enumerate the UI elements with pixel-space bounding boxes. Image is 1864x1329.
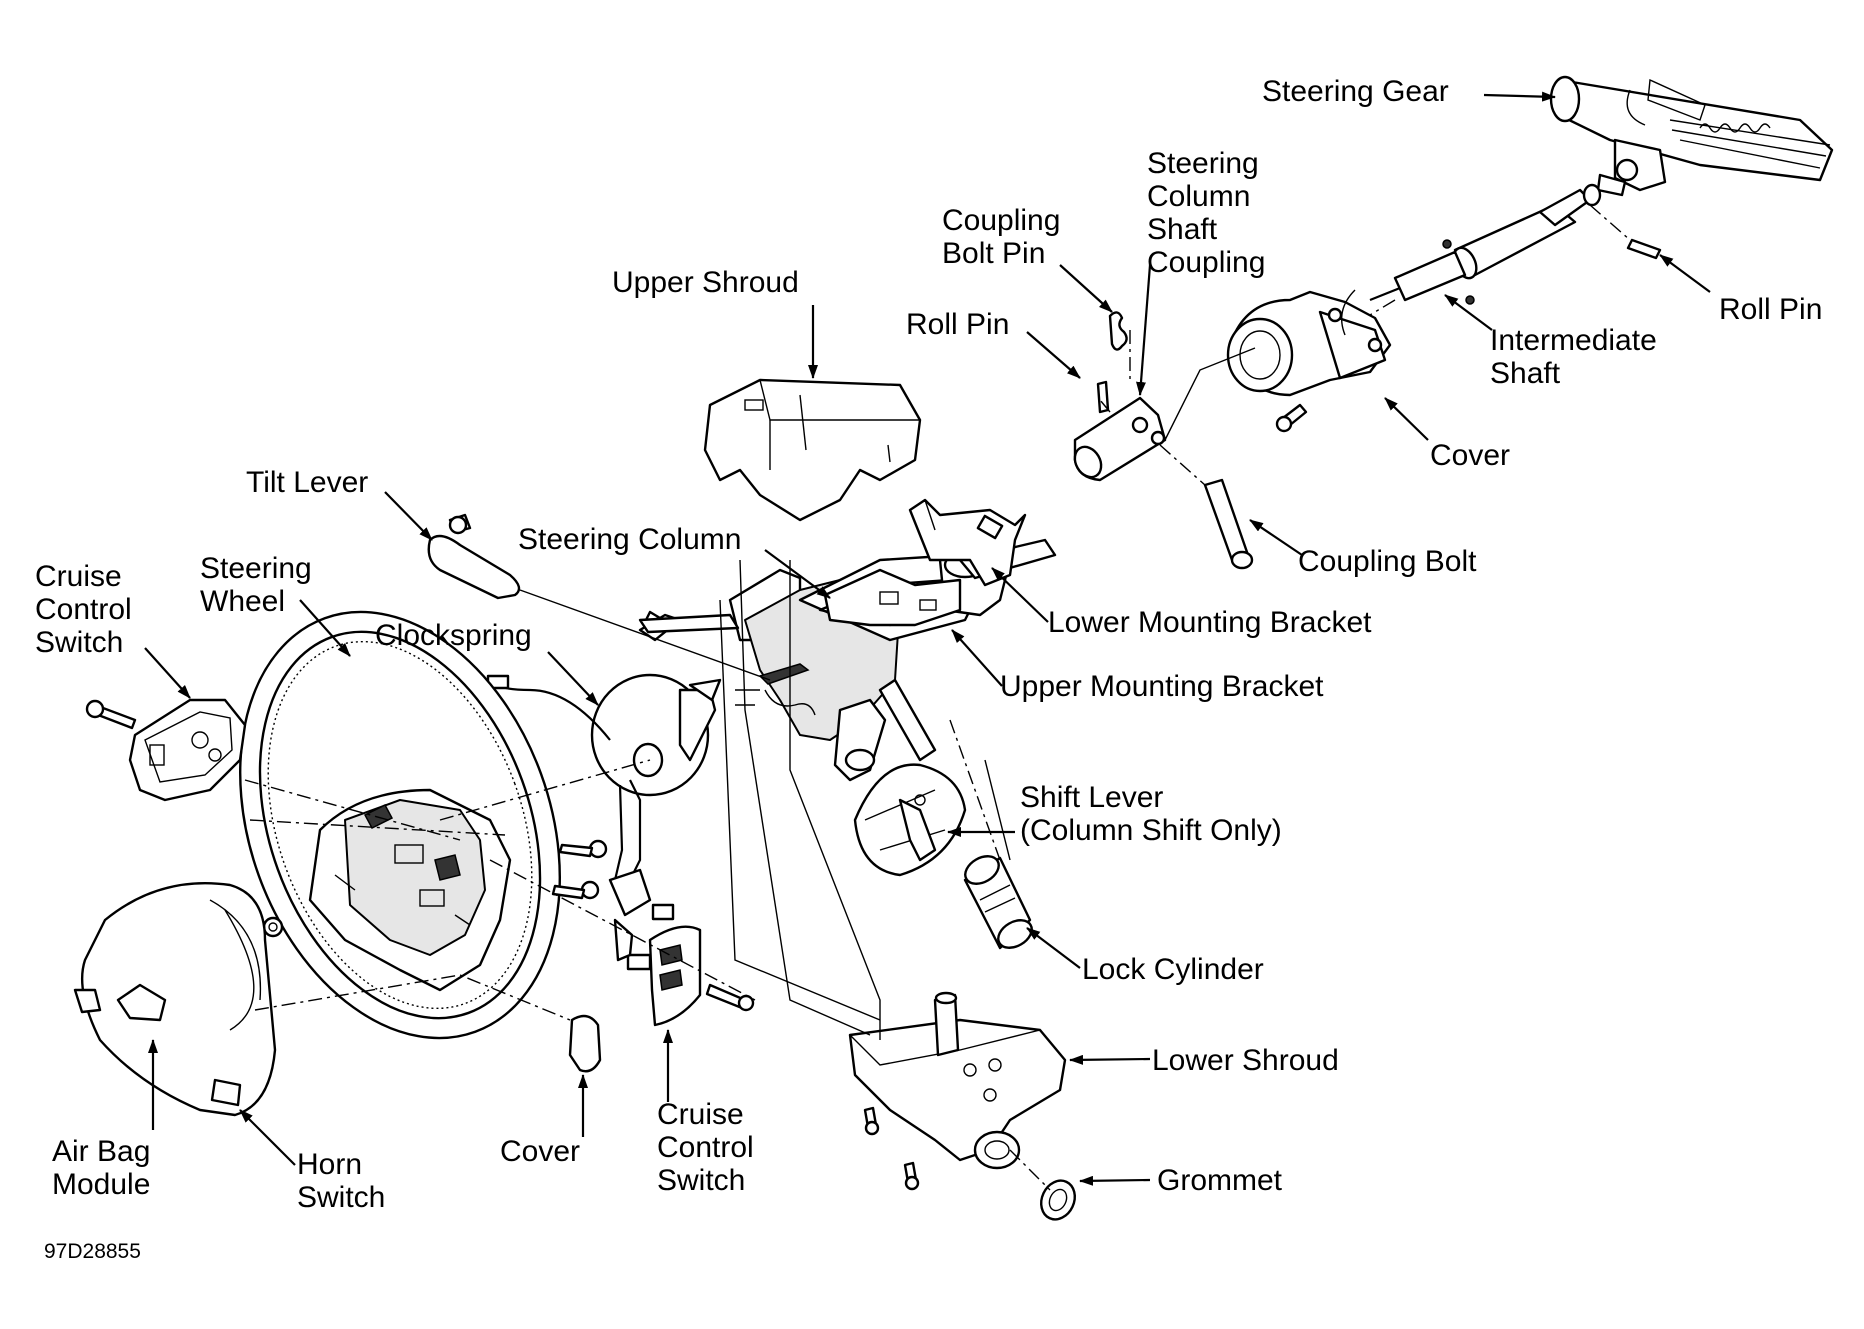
- label-tilt-lever: Tilt Lever: [246, 466, 368, 499]
- label-steering-column-shaft-coupling: Steering Column Shaft Coupling: [1147, 147, 1267, 279]
- label-upper-mounting-bracket: Upper Mounting Bracket: [1000, 670, 1324, 703]
- shift-lever-part: [853, 678, 967, 877]
- grommet-part: [1040, 1179, 1076, 1221]
- label-roll-pin-left: Roll Pin: [906, 308, 1009, 341]
- alignment-lines: [244, 204, 1631, 1191]
- steering-column-shaft-coupling-part: [1073, 311, 1256, 570]
- label-clockspring: Clockspring: [375, 619, 532, 652]
- label-lower-shroud: Lower Shroud: [1152, 1044, 1339, 1077]
- label-air-bag-module: Air Bag Module: [52, 1135, 159, 1201]
- label-upper-shroud: Upper Shroud: [612, 266, 799, 299]
- clockspring-part: [486, 673, 722, 971]
- roll-pin-right-part: [1626, 238, 1662, 260]
- label-cover-upper: Cover: [1430, 439, 1510, 472]
- label-coupling-bolt: Coupling Bolt: [1298, 545, 1477, 578]
- turn-signal-stalk-part: [638, 613, 740, 634]
- upper-shroud-part: [703, 378, 922, 522]
- label-steering-column: Steering Column: [518, 523, 741, 556]
- cruise-control-switch-bottom-part: [648, 925, 755, 1027]
- label-intermediate-shaft: Intermediate Shaft: [1490, 324, 1665, 390]
- lock-cylinder-part: [963, 855, 1033, 950]
- label-steering-gear: Steering Gear: [1262, 75, 1449, 108]
- lower-shroud-part: [848, 991, 1067, 1191]
- label-roll-pin-right: Roll Pin: [1719, 293, 1822, 326]
- label-grommet: Grommet: [1157, 1164, 1283, 1197]
- intermediate-shaft-cover-part: [1226, 289, 1392, 433]
- label-steering-wheel: Steering Wheel: [200, 552, 320, 618]
- leader-arrows: [144, 91, 1711, 1186]
- cruise-control-switch-left-part: [85, 698, 247, 802]
- label-cover-lower: Cover: [500, 1135, 580, 1168]
- upper-mounting-bracket-part: [823, 568, 962, 627]
- label-coupling-bolt-pin: Coupling Bolt Pin: [942, 204, 1069, 270]
- label-cruise-control-switch-left: Cruise Control Switch: [35, 560, 140, 659]
- steering-gear-part: [1549, 75, 1834, 197]
- lower-mounting-bracket-part: [908, 498, 1027, 587]
- tilt-lever-part: [427, 513, 521, 600]
- label-horn-switch: Horn Switch: [297, 1148, 385, 1214]
- label-shift-lever: Shift Lever (Column Shift Only): [1020, 781, 1282, 847]
- label-lower-mounting-bracket: Lower Mounting Bracket: [1048, 606, 1372, 639]
- cover-lower-part: [568, 1014, 602, 1073]
- air-bag-module-part: [73, 881, 277, 1117]
- figure-code: 97D28855: [44, 1240, 141, 1263]
- intermediate-shaft-part: [1369, 183, 1602, 305]
- label-lock-cylinder: Lock Cylinder: [1082, 953, 1264, 986]
- label-cruise-control-switch-bottom: Cruise Control Switch: [657, 1098, 762, 1197]
